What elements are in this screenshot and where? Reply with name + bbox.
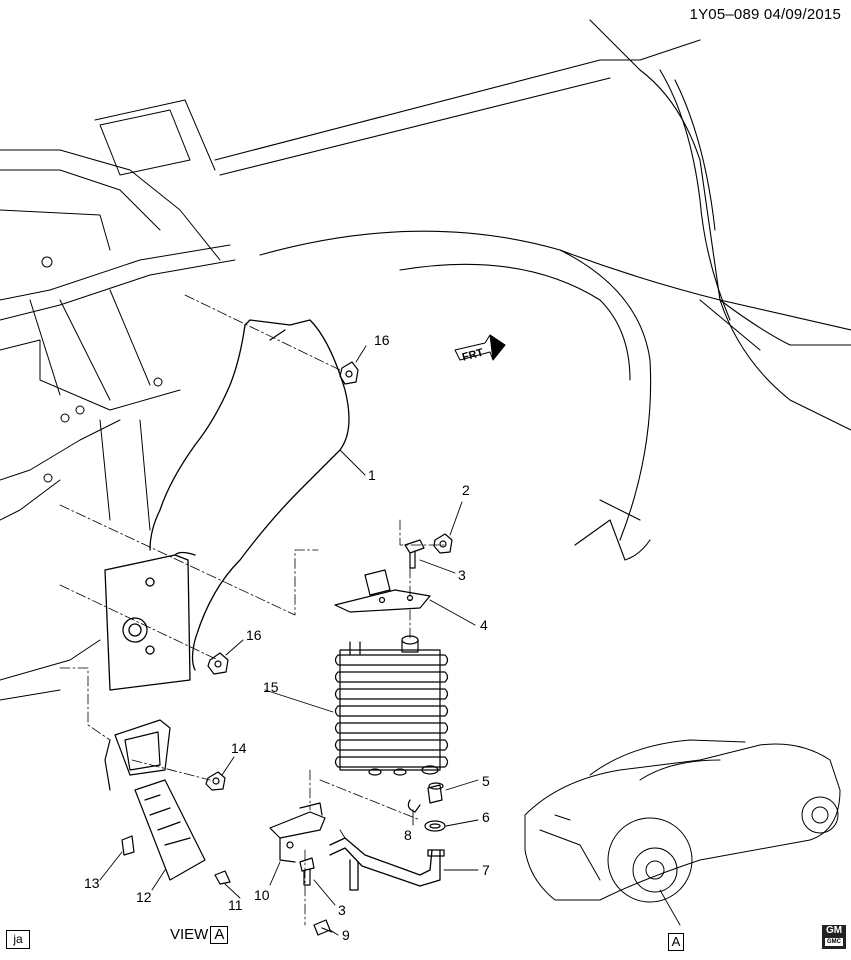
alignment-lines	[59, 294, 446, 926]
callout-labels: 1 2 3 4 5 6 7 8 9 10 11 12 13 14 15 16 1…	[84, 332, 490, 943]
part-16-nut-lower	[207, 652, 229, 675]
callout-13: 13	[84, 875, 100, 891]
view-label-text: VIEW	[170, 926, 209, 943]
callout-1: 1	[368, 467, 376, 483]
callout-6: 6	[482, 809, 490, 825]
inner-floor-structure	[0, 99, 236, 701]
inset-vehicle-view	[524, 739, 841, 903]
callout-8: 8	[404, 827, 412, 843]
part-12-support	[104, 719, 206, 881]
car-body-outline	[214, 19, 851, 561]
part-13-clip	[121, 835, 135, 856]
callout-15: 15	[263, 679, 279, 695]
detail-letter: A	[668, 933, 684, 951]
callout-11: 11	[228, 897, 243, 913]
gm-logo-subtext: GMC	[825, 938, 843, 946]
part-16-nut-upper	[339, 361, 359, 385]
front-direction-arrow	[454, 334, 506, 361]
gm-logo-text: GM	[825, 925, 843, 936]
callout-16-upper: 16	[374, 332, 390, 348]
callout-5: 5	[482, 773, 490, 789]
part-2-nut	[433, 533, 453, 554]
callout-12: 12	[136, 889, 152, 905]
gm-logo: GM GMC	[822, 925, 846, 949]
part-9-bolt	[313, 919, 333, 936]
callout-16-lower: 16	[246, 627, 262, 643]
part-3-bolt-lower	[299, 857, 315, 886]
callout-3-lower: 3	[338, 902, 346, 918]
diagram-id-date: 1Y05–089 04/09/2015	[689, 6, 841, 23]
leader-lines	[99, 345, 681, 936]
part-6-seal	[424, 820, 446, 832]
part-8-clip	[407, 799, 421, 813]
part-10-bracket	[269, 802, 326, 863]
part-5-fitting	[427, 782, 444, 804]
callout-2: 2	[462, 482, 470, 498]
callout-4: 4	[480, 617, 488, 633]
callout-14: 14	[231, 740, 247, 756]
part-3-bolt-upper	[404, 539, 425, 569]
part-1-air-duct	[104, 319, 350, 691]
callout-9: 9	[342, 927, 350, 943]
view-letter: A	[210, 926, 229, 944]
part-14-nut	[205, 771, 226, 791]
callout-7: 7	[482, 862, 490, 878]
callout-3-upper: 3	[458, 567, 466, 583]
part-7-pipe	[329, 837, 445, 891]
part-11-clip	[214, 870, 231, 885]
part-15-oil-cooler	[334, 635, 449, 776]
front-label: FRT	[461, 347, 485, 364]
part-4-bracket	[334, 569, 431, 613]
callout-10: 10	[254, 887, 270, 903]
drawing-tag: ja	[6, 930, 30, 949]
